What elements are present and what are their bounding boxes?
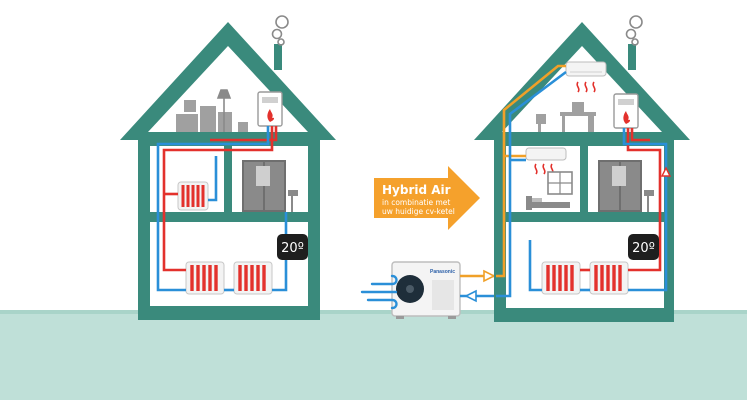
- bedroom-window: [547, 171, 573, 195]
- flame-icon: [623, 111, 631, 124]
- attic-storage: [176, 100, 248, 132]
- left-radiator-lower-1: [185, 261, 225, 295]
- right-attic-floor: [494, 132, 672, 140]
- floor-lamp: [216, 89, 232, 132]
- outdoor-connection-pipes: [460, 269, 496, 303]
- attic-air-conditioner: [565, 61, 607, 93]
- left-kitchen: [242, 160, 298, 212]
- right-hot-pipes: [580, 128, 662, 272]
- arrow-line-1: in combinatie met: [382, 198, 450, 207]
- right-radiator-lower-1: [541, 261, 581, 295]
- left-boiler: [257, 91, 283, 127]
- left-hot-pipes: [162, 126, 278, 272]
- left-attic-floor: [140, 132, 318, 140]
- right-cold-pipes: [528, 128, 668, 292]
- wind-icon: [360, 274, 398, 310]
- bed: [526, 196, 570, 210]
- right-air-pipes: [496, 64, 567, 298]
- smoke-icon: [271, 15, 289, 46]
- left-thermostat: 20º: [277, 234, 308, 260]
- right-boiler: [613, 93, 639, 129]
- hybrid-air-arrow: Hybrid Air in combinatie met uw huidige …: [374, 166, 480, 230]
- left-chimney: [274, 44, 282, 70]
- arrow-line-2: uw huidige cv-ketel: [382, 207, 455, 216]
- right-kitchen: [598, 160, 654, 212]
- arrow-title: Hybrid Air: [382, 183, 451, 197]
- left-house: 20º: [120, 15, 336, 320]
- right-thermostat: 20º: [628, 234, 659, 260]
- right-radiator-lower-2: [589, 261, 629, 295]
- left-radiator-lower-2: [233, 261, 273, 295]
- right-valve-marker: [660, 166, 672, 177]
- flame-icon: [267, 109, 275, 122]
- ground: [0, 312, 747, 400]
- right-chimney: [628, 44, 636, 70]
- bedroom-air-conditioner: [525, 147, 567, 175]
- attic-desk: [536, 102, 596, 132]
- right-thermostat-value: 20º: [632, 241, 655, 256]
- outdoor-unit-brand: Panasonic: [430, 269, 455, 275]
- ground-horizon: [0, 310, 747, 314]
- left-radiator-upper: [177, 181, 209, 211]
- right-house: 20º: [474, 15, 690, 322]
- smoke-icon: [625, 15, 643, 46]
- outdoor-unit: Panasonic: [360, 261, 461, 319]
- left-thermostat-value: 20º: [281, 241, 304, 256]
